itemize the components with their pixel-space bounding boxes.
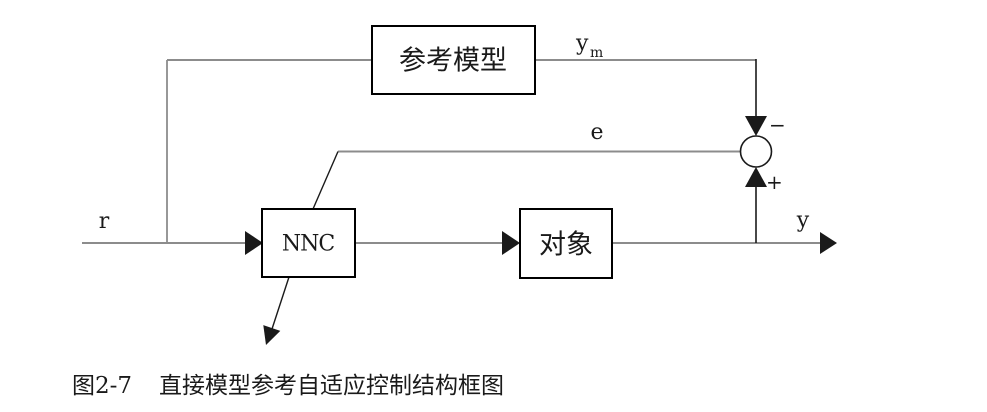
signal-label-e: e <box>590 120 603 145</box>
plant-block <box>519 208 613 279</box>
arrowhead-into-plant-icon <box>502 231 520 255</box>
plant-label: 对象 <box>539 230 593 261</box>
signal-label-ym-base: y <box>575 31 589 56</box>
figure-number: 图2-7 <box>72 373 133 399</box>
nnc-block <box>261 208 356 278</box>
arrowhead-nnc-adaptation-icon <box>263 325 281 345</box>
reference-model-block <box>371 25 536 95</box>
summing-junction <box>739 135 773 168</box>
arrowhead-up-into-sum-icon <box>745 167 767 187</box>
arrowhead-output-icon <box>820 232 837 254</box>
sum-minus-sign: − <box>769 113 786 137</box>
signal-line-nnc-adaptation-diagonal <box>271 276 290 330</box>
nnc-label: NNC <box>282 232 335 257</box>
signal-line-error-diagonal-into-nnc <box>312 151 339 210</box>
figure-caption: 图2-7 直接模型参考自适应控制结构框图 <box>72 366 504 400</box>
signal-label-y: y <box>796 208 810 233</box>
figure-title: 直接模型参考自适应控制结构框图 <box>159 373 505 399</box>
signal-label-r: r <box>99 209 110 234</box>
reference-model-label: 参考模型 <box>399 46 507 77</box>
arrowhead-into-nnc-icon <box>245 231 263 255</box>
arrowhead-down-into-sum-icon <box>745 116 767 136</box>
sum-plus-sign: + <box>766 170 783 194</box>
signal-label-ym-subscript: m <box>590 45 603 61</box>
